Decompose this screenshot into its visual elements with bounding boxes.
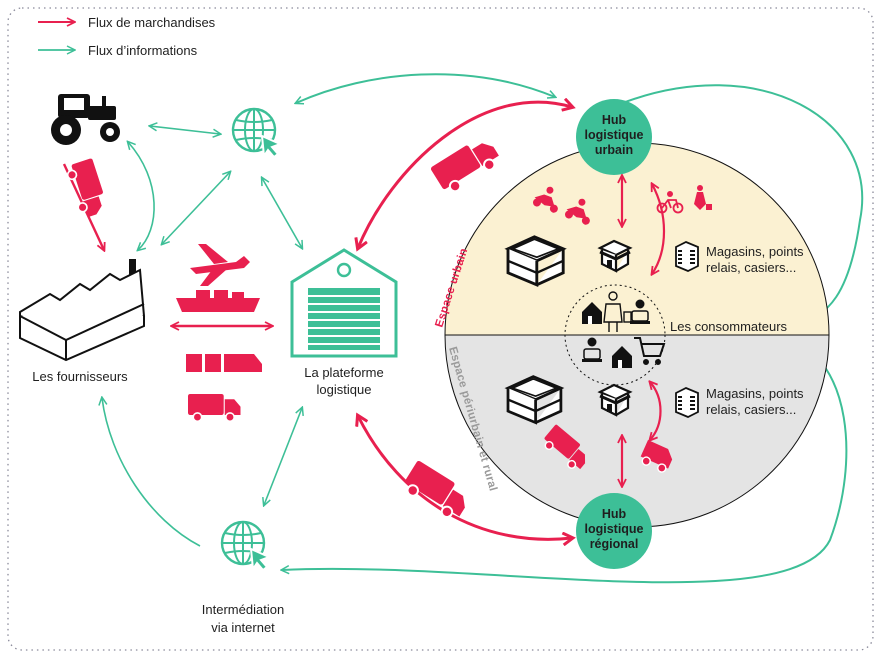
truck-icon [399, 459, 475, 525]
info-arrow-globe-hub [296, 73, 555, 103]
legend-goods-label: Flux de marchandises [88, 15, 216, 30]
factory-icon [19, 259, 146, 362]
frame-border [7, 7, 874, 651]
stores-urban-label-line1: Magasins, points [706, 244, 804, 259]
person-icon [603, 291, 632, 332]
building-icon [506, 235, 565, 287]
suppliers-label: Les fournisseurs [32, 369, 128, 384]
internet-label-line2: via internet [211, 620, 275, 635]
hub-urban-line1: Hub [602, 113, 627, 127]
cart-icon [634, 337, 666, 365]
hub-urban: Hub logistique urbain [576, 99, 652, 175]
info-loop-bottom [282, 339, 848, 584]
building-icon [675, 241, 699, 272]
stores-rural-label-line1: Magasins, points [706, 386, 804, 401]
info-loop-top [619, 84, 863, 326]
building-icon [506, 375, 563, 424]
rural-zone [444, 334, 830, 528]
goods-arrow-platform-urban-hub [358, 102, 572, 248]
warehouse-icon [290, 248, 398, 358]
van-icon [640, 440, 673, 473]
truck-icon [429, 132, 505, 198]
goods-arrow-urban-stores [652, 184, 666, 274]
platform-label-line1: La plateforme [304, 365, 384, 380]
platform-label-line2: logistique [317, 382, 372, 397]
hub-urban-line3: urbain [595, 143, 633, 157]
person-icon [694, 185, 712, 210]
globe-cursor-icon [220, 520, 271, 572]
hub-regional-line2: logistique [584, 522, 643, 536]
person-icon [582, 337, 602, 362]
consumers-label: Les consommateurs [670, 319, 788, 334]
legend-info-label: Flux d’informations [88, 43, 198, 58]
truck-icon [63, 157, 110, 220]
stores-urban-label-line2: relais, casiers... [706, 260, 796, 275]
info-arrows-left [102, 126, 302, 547]
ship-icon [176, 290, 260, 312]
hub-regional-line1: Hub [602, 507, 627, 521]
tractor-icon [51, 94, 120, 145]
territory-circle [444, 142, 830, 528]
building-icon [675, 387, 699, 418]
house-icon [612, 346, 632, 368]
stores-rural-label-line2: relais, casiers... [706, 402, 796, 417]
train-icon [186, 354, 262, 372]
hub-regional-line3: régional [590, 537, 639, 551]
person-icon [630, 299, 650, 324]
hub-regional: Hub logistique régional [576, 493, 652, 569]
internet-label-line1: Intermédiation [202, 602, 284, 617]
legend: Flux de marchandises Flux d’informations [38, 15, 216, 58]
goods-arrow-rural-stores [650, 382, 662, 440]
globe-cursor-icon [231, 107, 282, 159]
hub-urban-line2: logistique [584, 128, 643, 142]
truck-icon [187, 393, 242, 423]
house-icon [582, 302, 602, 324]
plane-icon [190, 244, 250, 286]
consumers-circle [564, 284, 666, 386]
